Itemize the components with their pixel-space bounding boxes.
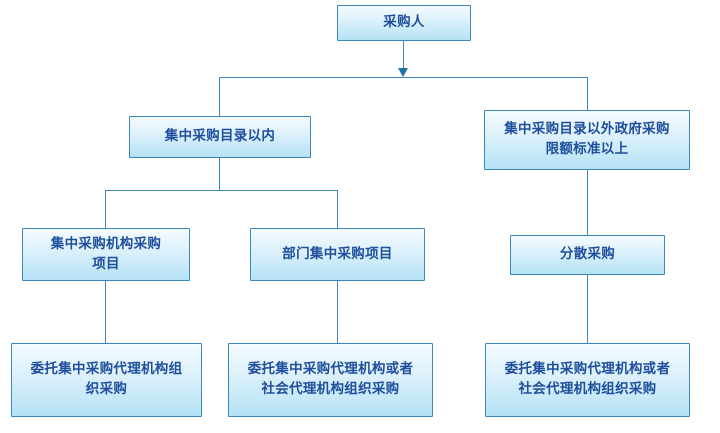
connector-level2-left-stem	[219, 158, 220, 190]
node-level3-left[interactable]: 集中采购机构采购 项目	[22, 228, 190, 281]
connector-bus-level2	[219, 77, 588, 78]
node-level2-right[interactable]: 集中采购目录以外政府采购 限额标准以上	[484, 110, 690, 170]
connector-bus-to-level3-middle	[337, 190, 338, 228]
node-level4-left-label: 委托集中采购代理机构组 织采购	[30, 361, 183, 397]
connector-bus-to-level3-left	[105, 190, 106, 228]
node-level4-middle-label: 委托集中采购代理机构或者 社会代理机构组织采购	[247, 361, 414, 397]
node-level3-left-label: 集中采购机构采购 项目	[50, 235, 162, 272]
connector-bus-level3	[105, 190, 337, 191]
connector-level2-right-to-level3-right	[587, 170, 588, 235]
node-level3-right-label: 分散采购	[559, 246, 616, 263]
connector-level3-right-to-level4-right	[587, 275, 588, 343]
node-level4-right-label: 委托集中采购代理机构或者 社会代理机构组织采购	[504, 361, 671, 397]
node-level4-left[interactable]: 委托集中采购代理机构组 织采购	[11, 343, 202, 417]
node-level2-left-label: 集中采购目录以内	[164, 128, 276, 145]
connector-level3-left-to-level4-left	[105, 281, 106, 343]
node-root-label: 采购人	[383, 14, 425, 31]
node-level2-right-label: 集中采购目录以外政府采购 限额标准以上	[504, 121, 670, 157]
arrow-root-to-bus-icon	[398, 68, 408, 77]
connector-root-stem	[403, 41, 404, 70]
connector-bus-to-level2-right	[587, 77, 588, 111]
node-level3-right[interactable]: 分散采购	[510, 235, 665, 275]
connector-level3-middle-to-level4-middle	[337, 281, 338, 343]
node-level3-middle[interactable]: 部门集中采购项目	[250, 228, 425, 281]
node-level4-right[interactable]: 委托集中采购代理机构或者 社会代理机构组织采购	[485, 343, 690, 417]
node-level4-middle[interactable]: 委托集中采购代理机构或者 社会代理机构组织采购	[228, 343, 433, 417]
node-level3-middle-label: 部门集中采购项目	[282, 245, 393, 262]
connector-bus-to-level2-left	[219, 77, 220, 117]
node-level2-left[interactable]: 集中采购目录以内	[129, 116, 311, 158]
node-root[interactable]: 采购人	[337, 5, 471, 41]
